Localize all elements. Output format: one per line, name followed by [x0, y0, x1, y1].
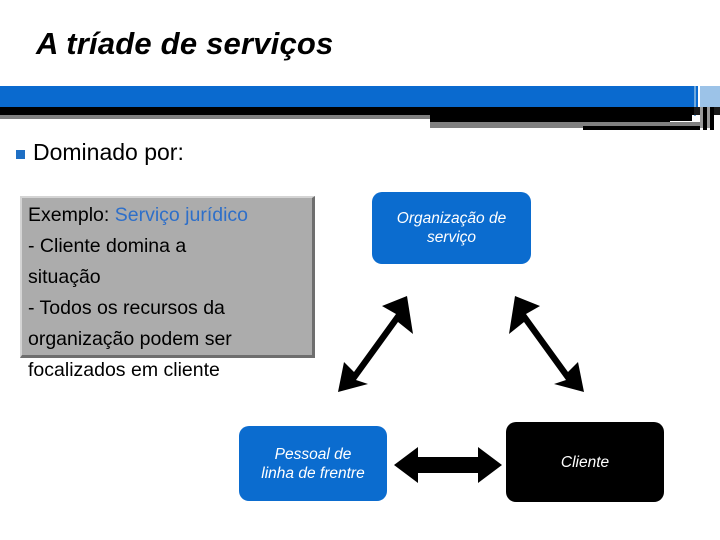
header-bar-blue: [0, 86, 698, 107]
header-bar-black: [0, 107, 694, 115]
example-line-3: situação: [28, 266, 101, 288]
node-label-line-2: serviço: [426, 229, 477, 246]
node-label: Pessoal de linha de frentre: [261, 445, 364, 483]
example-text-block: Exemplo: Serviço jurídico - Cliente domi…: [28, 200, 328, 386]
node-label: Organização de serviço: [397, 209, 506, 247]
header-bar-blue-cap: [700, 86, 720, 107]
example-panel: [20, 196, 315, 358]
example-line-1: Exemplo: Serviço jurídico: [28, 200, 328, 231]
node-pessoal-de-linha-de-frentre[interactable]: Pessoal de linha de frentre: [239, 426, 387, 501]
double-arrow-diagonal-icon-right: [509, 296, 584, 392]
double-arrow-diagonal-icon-left: [338, 296, 413, 392]
node-organizacao-de-servico[interactable]: Organização de serviço: [372, 192, 531, 264]
header-bar-blue-tick: [694, 86, 696, 116]
header-bar-black-tick-2: [710, 107, 714, 130]
example-label: Exemplo:: [28, 204, 110, 226]
header-bar-black-mid: [430, 111, 692, 121]
header-bar-black-segment-3: [583, 126, 700, 130]
node-label-line-2: linha de frentre: [261, 464, 365, 482]
header-bar-black-segment-2: [430, 118, 670, 123]
header-bar-gray: [0, 115, 430, 119]
header-bar-black-tick-1: [703, 107, 707, 130]
page-title: A tríade de serviços: [36, 26, 334, 61]
example-line-2: - Cliente domina a: [28, 235, 187, 257]
header-bar-gray-segment: [430, 122, 700, 128]
example-value: Serviço jurídico: [114, 204, 249, 226]
bullet-line: Dominado por:: [16, 139, 184, 166]
node-label-line-1: Organização de: [396, 210, 507, 227]
bullet-square-icon: [16, 149, 25, 159]
example-line-5: organização podem ser: [28, 328, 232, 350]
bullet-label: Dominado por:: [33, 139, 184, 165]
double-arrow-horizontal-icon: [394, 447, 502, 483]
example-line-4: - Todos os recursos da: [28, 297, 225, 319]
node-label: Cliente: [560, 453, 610, 471]
node-label-line-1: Pessoal de: [274, 445, 352, 463]
example-line-6: focalizados em cliente: [28, 359, 220, 381]
node-cliente[interactable]: Cliente: [506, 422, 664, 502]
